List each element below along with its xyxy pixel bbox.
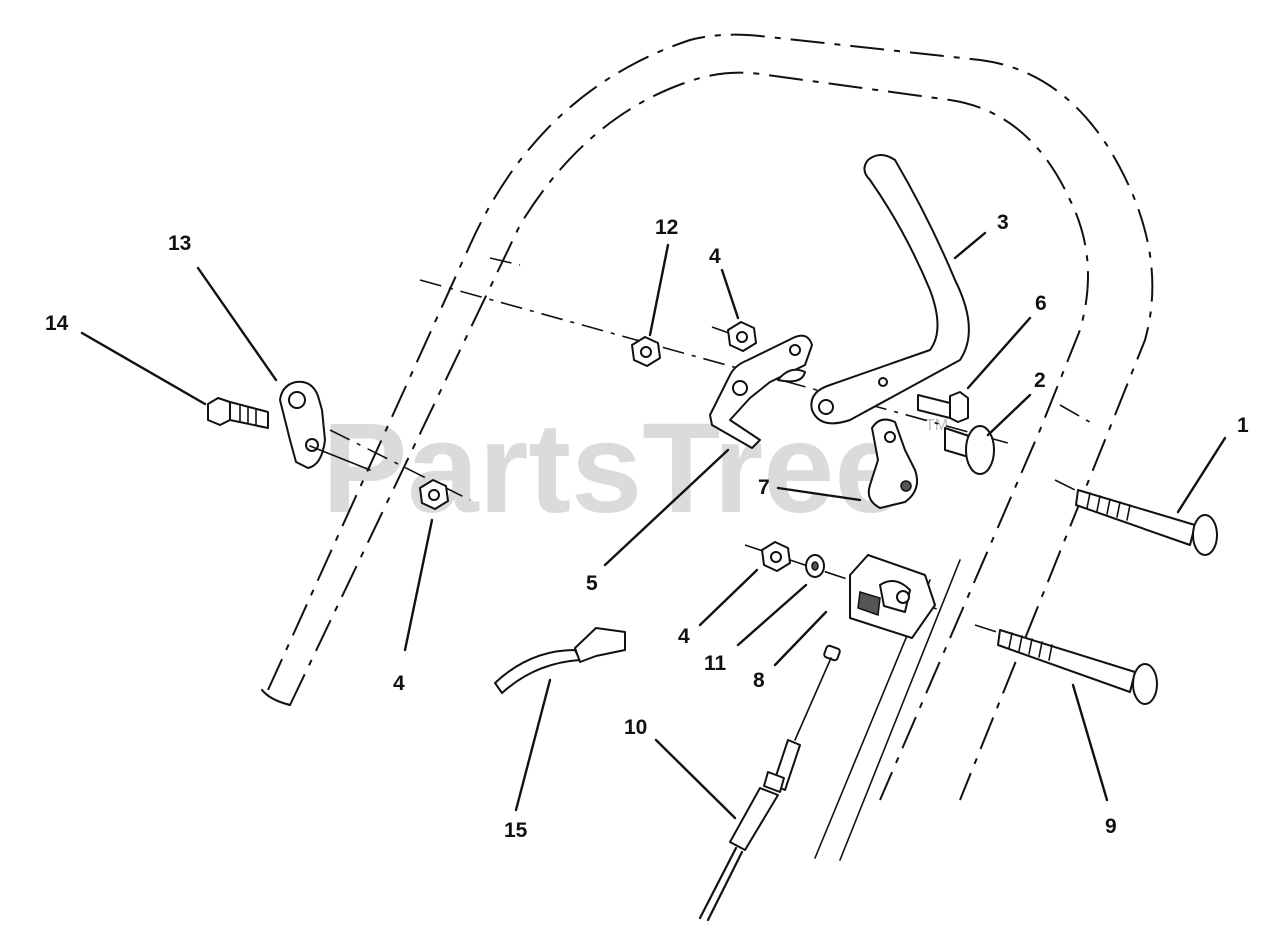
callout-7: 7 (758, 476, 770, 499)
washer-11 (805, 554, 825, 578)
leader-2 (986, 393, 1032, 437)
hex-nut-4-left (419, 479, 449, 510)
callout-10: 10 (624, 716, 647, 739)
leader-4b (403, 518, 434, 652)
leader-lines (80, 231, 1227, 820)
callout-15: 15 (504, 819, 528, 842)
leader-11 (736, 583, 808, 647)
callout-13: 13 (168, 232, 191, 255)
leader-13 (196, 266, 278, 382)
callout-12: 12 (655, 216, 678, 239)
leader-15 (514, 678, 552, 812)
carriage-bolt-9 (997, 629, 1158, 705)
leader-1 (1176, 436, 1227, 514)
leader-6 (966, 316, 1032, 390)
callout-labels: 1 2 3 4 4 4 5 6 7 8 9 10 11 12 13 14 15 (45, 211, 1249, 842)
callout-5: 5 (586, 572, 598, 595)
callout-11: 11 (704, 652, 727, 675)
callout-3: 3 (997, 211, 1009, 234)
leader-3 (953, 231, 987, 260)
cable-boot-15 (494, 627, 626, 694)
control-cable-10 (698, 644, 841, 922)
leader-10 (654, 738, 737, 820)
hex-nut-12 (631, 336, 661, 367)
callout-2: 2 (1034, 369, 1046, 392)
leader-14 (80, 331, 207, 406)
leader-8 (773, 610, 828, 667)
watermark-tm: TM (925, 417, 948, 434)
spacer-2 (944, 425, 995, 475)
bolt-14 (207, 397, 269, 429)
callout-1: 1 (1237, 414, 1249, 437)
leader-12 (648, 243, 670, 337)
callout-6: 6 (1035, 292, 1047, 315)
hex-bolt-6 (917, 391, 969, 423)
leader-4a (720, 268, 740, 320)
callout-4-top: 4 (709, 245, 721, 268)
cam-bracket-13 (279, 380, 371, 471)
control-bail-lever (810, 154, 970, 425)
callout-14: 14 (45, 312, 69, 335)
carriage-bolt-1 (1075, 489, 1218, 556)
hex-nut-4-lower (761, 541, 791, 572)
cable-clamp-8 (849, 554, 936, 639)
callout-4-left: 4 (393, 672, 405, 695)
callout-4-lower: 4 (678, 625, 690, 648)
pawl-7 (867, 418, 918, 509)
hex-nut-4-top (727, 321, 757, 352)
leader-4c (698, 568, 759, 627)
drive-bracket (709, 334, 813, 449)
leader-7 (776, 486, 862, 502)
leader-9 (1071, 683, 1109, 802)
watermark-text: PartsTree (322, 397, 906, 540)
callout-8: 8 (753, 669, 765, 692)
leader-5 (603, 448, 730, 567)
callout-9: 9 (1105, 815, 1117, 838)
